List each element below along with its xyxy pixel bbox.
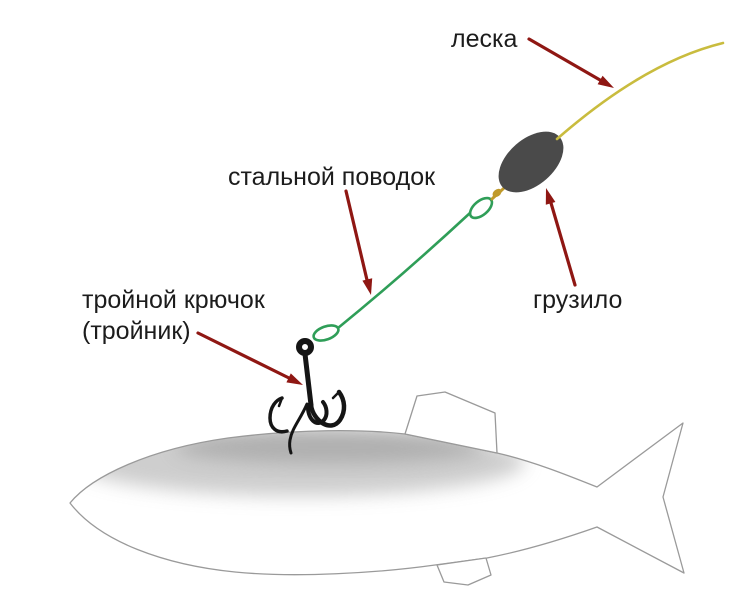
ventral-fin — [436, 557, 492, 586]
label-sinker: грузило — [533, 286, 623, 314]
fish-silhouette — [69, 391, 685, 586]
leader-loop-hook — [312, 324, 340, 342]
label-treble-hook-line2: (тройник) — [82, 317, 191, 345]
arrow-to-steel-leader — [344, 189, 373, 295]
leader-wire — [336, 211, 472, 330]
dorsal-fin — [404, 391, 498, 454]
steel-leader-shape — [312, 196, 494, 342]
knot — [490, 186, 506, 201]
label-steel-leader: стальной поводок — [228, 163, 436, 191]
label-treble-hook-line1: тройной крючок — [82, 286, 265, 314]
arrow-to-sinker — [545, 188, 577, 287]
arrow-to-fishing-line — [527, 37, 614, 88]
fishing-line-shape — [555, 41, 725, 141]
label-fishing-line: леска — [451, 25, 518, 53]
arrow-to-treble-hook — [196, 331, 303, 385]
treble-hook-shape — [268, 338, 347, 455]
fish-outline — [69, 422, 685, 576]
label-treble-hook: тройной крючок (тройник) — [82, 285, 265, 347]
sinker-shape — [498, 131, 564, 193]
hook-eye — [296, 338, 314, 356]
